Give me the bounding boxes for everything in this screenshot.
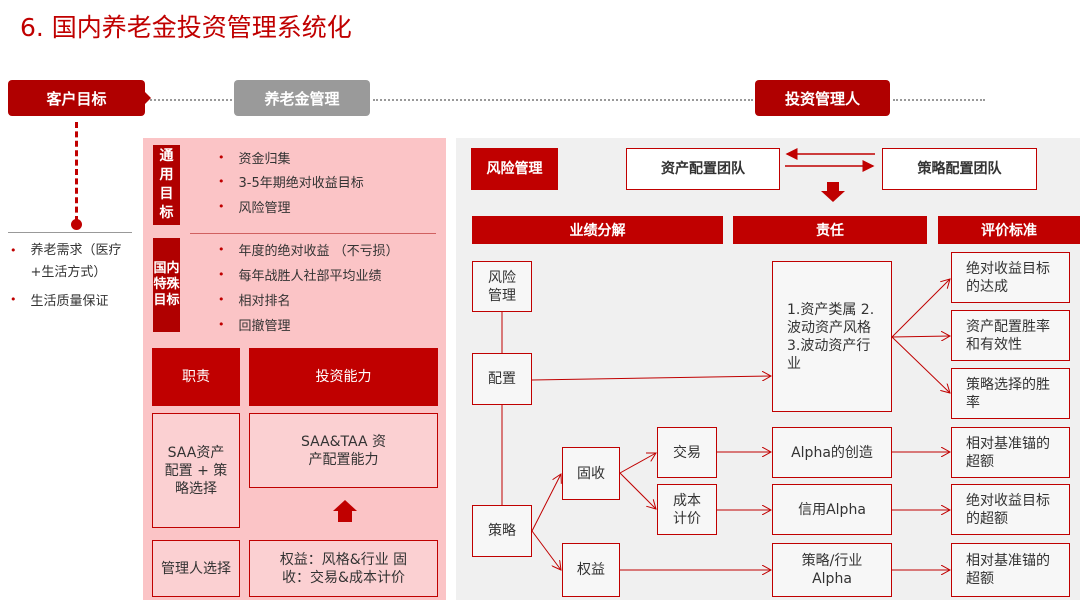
goal-item: 回撤管理 (218, 315, 291, 334)
eval-item: 绝对收益目标的达成 (951, 252, 1070, 303)
decomp-equity: 权益 (562, 543, 620, 597)
decomp-trading: 交易 (657, 427, 717, 478)
divider (190, 233, 436, 234)
ability-header: 投资能力 (249, 348, 438, 406)
resp-allocation: 1.资产类属 2.波动资产风格 3.波动资产行业 (772, 261, 892, 412)
up-arrow-icon (333, 500, 357, 511)
decomp-cost-pricing: 成本计价 (657, 484, 717, 535)
decomp-fixed-income: 固收 (562, 447, 620, 500)
down-arrow-icon (821, 182, 845, 202)
duty-header: 职责 (152, 348, 240, 406)
goal-item: 风险管理 (218, 197, 291, 216)
dotted-connector (893, 99, 985, 101)
header-responsibility: 责任 (733, 216, 927, 244)
eval-item: 相对基准锚的超额 (951, 427, 1070, 478)
client-need-text: 生活质量保证 (30, 294, 109, 309)
duty-saa: SAA资产配置 + 策略选择 (152, 413, 240, 528)
decomp-risk: 风险管理 (472, 261, 532, 312)
resp-credit-alpha: 信用Alpha (772, 484, 892, 535)
page-title: 6. 国内养老金投资管理系统化 (20, 13, 352, 42)
asset-allocation-team: 资产配置团队 (626, 148, 780, 190)
client-need-text: 养老需求（医疗+生活方式） (30, 243, 122, 280)
eval-item: 相对基准锚的超额 (951, 543, 1070, 597)
duty-manager-selection: 管理人选择 (152, 540, 240, 597)
general-goal-label: 通用目标 (153, 145, 180, 225)
header-evaluation: 评价标准 (938, 216, 1080, 244)
goal-item: 年度的绝对收益 （不亏损） (218, 240, 399, 259)
client-need-item: 生活质量保证 (10, 290, 109, 309)
stage-pension-mgmt: 养老金管理 (234, 80, 370, 116)
eval-item: 资产配置胜率和有效性 (951, 310, 1070, 361)
goal-item: 3-5年期绝对收益目标 (218, 172, 364, 191)
header-decomposition: 业绩分解 (472, 216, 723, 244)
ability-saa-taa: SAA&TAA 资产配置能力 (249, 413, 438, 488)
ability-equity-fixed: 权益：风格&行业 固收：交易&成本计价 (249, 540, 438, 597)
resp-sector-alpha: 策略/行业Alpha (772, 543, 892, 597)
dashed-line (75, 122, 78, 222)
risk-mgmt-label: 风险管理 (471, 148, 558, 190)
special-goal-label: 国内特殊目标 (153, 238, 180, 332)
client-need-item: 养老需求（医疗+生活方式） (10, 240, 135, 284)
dot-marker (71, 219, 82, 230)
eval-item: 策略选择的胜率 (951, 368, 1070, 419)
dotted-connector (150, 99, 232, 101)
stage-investment-manager: 投资管理人 (755, 80, 890, 116)
stage-client-goal: 客户目标 (8, 80, 145, 116)
goal-item: 相对排名 (218, 290, 291, 309)
strategy-allocation-team: 策略配置团队 (882, 148, 1037, 190)
dotted-connector (373, 99, 753, 101)
resp-alpha: Alpha的创造 (772, 427, 892, 478)
goal-item: 每年战胜人社部平均业绩 (218, 265, 382, 284)
eval-item: 绝对收益目标的超额 (951, 484, 1070, 535)
goal-item: 资金归集 (218, 148, 291, 167)
decomp-allocation: 配置 (472, 353, 532, 405)
divider (8, 232, 132, 233)
up-arrow-icon (338, 510, 352, 522)
decomp-strategy: 策略 (472, 505, 532, 557)
